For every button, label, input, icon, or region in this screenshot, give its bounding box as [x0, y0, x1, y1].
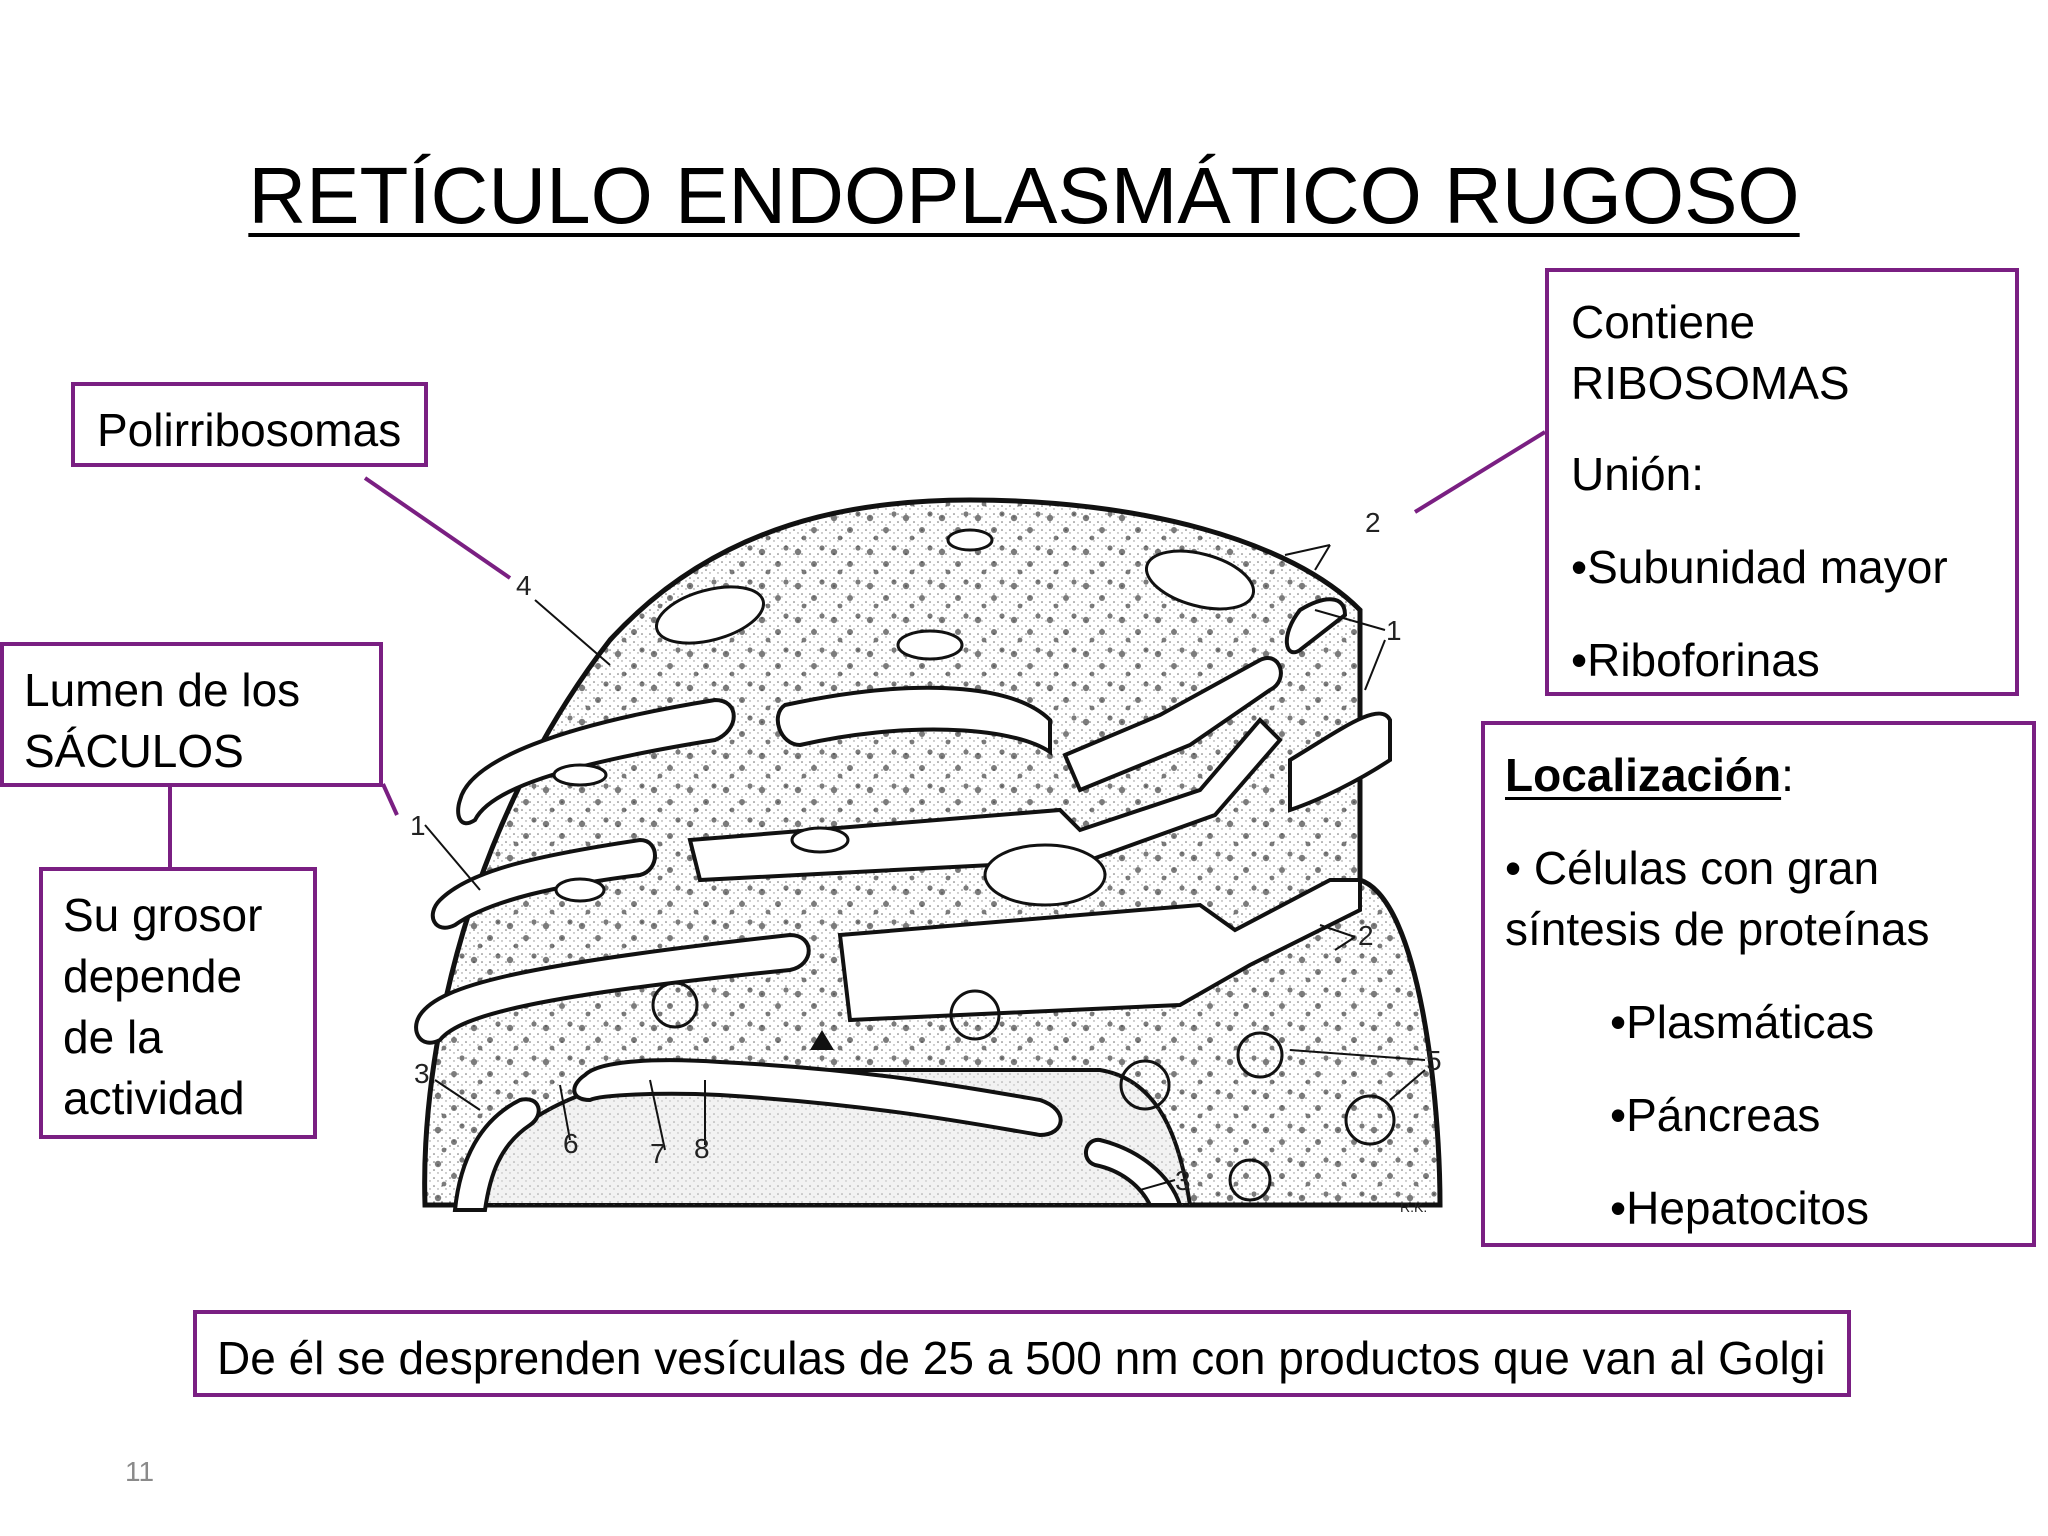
- localizacion-heading: Localización: [1505, 749, 1782, 801]
- vesiculas-note: De él se desprenden vesículas de 25 a 50…: [217, 1332, 1826, 1384]
- figure-label-8: 8: [694, 1133, 710, 1164]
- localizacion-item-pancreas: •Páncreas: [1610, 1089, 1821, 1141]
- lumen-label-line1: Lumen de los: [24, 664, 301, 716]
- slide-title: RETÍCULO ENDOPLASMÁTICO RUGOSO: [0, 148, 2048, 244]
- arrowhead-marker: [810, 1030, 834, 1050]
- vesiculas-note-box: De él se desprenden vesículas de 25 a 50…: [193, 1310, 1851, 1397]
- polirribosomas-label-box: Polirribosomas: [71, 382, 428, 467]
- lumen-label-line2: SÁCULOS: [24, 725, 244, 777]
- pores: [552, 528, 1256, 907]
- localizacion-bullet-line2: síntesis de proteínas: [1505, 903, 1930, 955]
- cisternae: [414, 597, 1392, 1212]
- localizacion-item-plasmaticas: •Plasmáticas: [1610, 996, 1875, 1048]
- ribosomas-line1: Contiene: [1571, 296, 1756, 348]
- ribosomas-item-subunidad: •Subunidad mayor: [1571, 541, 1948, 593]
- ribosomas-union: Unión:: [1571, 448, 1704, 500]
- figure-label-2-right: 2: [1358, 920, 1374, 951]
- grosor-label-line2: depende: [63, 950, 243, 1002]
- ribosomas-info-box: Contiene RIBOSOMAS Unión: •Subunidad may…: [1545, 268, 2019, 696]
- grosor-label-line1: Su grosor: [63, 889, 263, 941]
- grosor-label-line4: actividad: [63, 1072, 245, 1124]
- figure-label-1-right: 1: [1386, 615, 1402, 646]
- connector-ribosomas: [1413, 430, 1547, 514]
- slide-title-text: RETÍCULO ENDOPLASMÁTICO RUGOSO: [248, 151, 1800, 240]
- figure-label-6: 6: [563, 1128, 579, 1159]
- figure-label-1-left: 1: [410, 810, 426, 841]
- page-number: 11: [125, 1456, 155, 1487]
- connector-lumen: [381, 783, 399, 816]
- figure-leaders: [424, 544, 1426, 1191]
- grosor-label-line3: de la: [63, 1011, 163, 1063]
- localizacion-item-hepatocitos: •Hepatocitos: [1610, 1182, 1870, 1234]
- figure-label-5: 5: [1426, 1045, 1442, 1076]
- figure-label-3-bottom: 3: [1175, 1165, 1191, 1196]
- figure-label-4: 4: [516, 570, 532, 601]
- localizacion-bullet-line1: • Células con gran: [1505, 842, 1880, 894]
- localizacion-info-box: Localización: • Células con gran síntesi…: [1481, 721, 2036, 1247]
- figure-label-7: 7: [650, 1138, 666, 1169]
- grosor-label-box: Su grosor depende de la actividad: [39, 867, 317, 1139]
- lumen-label-box: Lumen de los SÁCULOS: [0, 642, 383, 787]
- polirribosomas-label: Polirribosomas: [97, 404, 402, 456]
- illustrator-signature: R.K.: [1400, 1199, 1427, 1215]
- polyribosome-rings: [651, 981, 1396, 1202]
- localizacion-heading-row: Localización:: [1505, 745, 2032, 806]
- connector-polirribosomas: [363, 476, 512, 580]
- ribosomas-item-riboforinas: •Riboforinas: [1571, 634, 1820, 686]
- figure-label-3-left: 3: [414, 1058, 430, 1089]
- ribosomas-line2: RIBOSOMAS: [1571, 357, 1850, 409]
- localizacion-colon: :: [1781, 749, 1794, 801]
- figure-label-2-top: 2: [1365, 507, 1381, 538]
